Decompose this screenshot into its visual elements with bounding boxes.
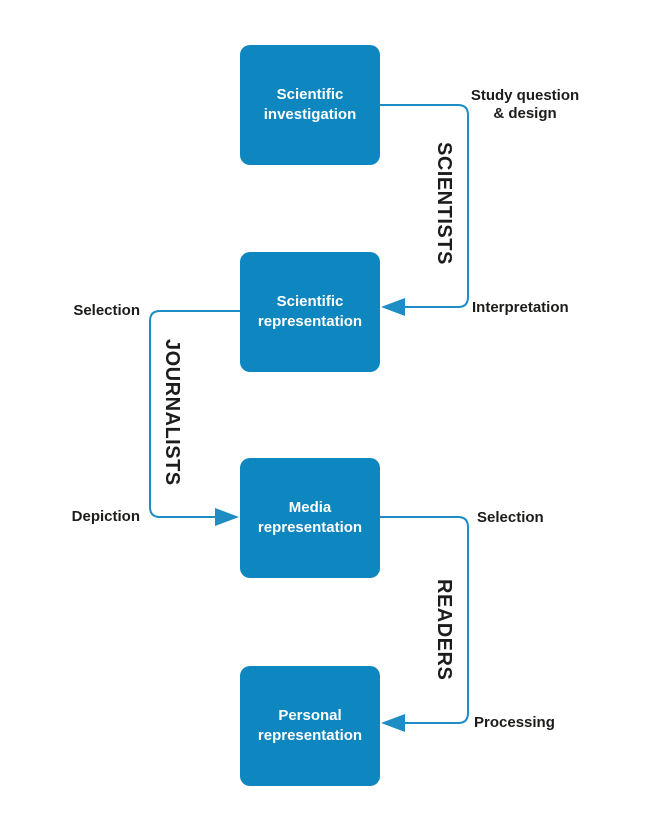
node-label-line: Media bbox=[288, 499, 332, 516]
arrowhead-depiction bbox=[215, 508, 239, 526]
arrowhead-interpretation bbox=[381, 298, 405, 316]
edge-label-selection-media: Selection bbox=[477, 509, 544, 526]
edge-label-depiction: Depiction bbox=[71, 508, 140, 525]
actor-label-scientists: SCIENTISTS bbox=[433, 142, 455, 265]
node-label-line: representation bbox=[257, 313, 363, 330]
node-label-line: representation bbox=[257, 727, 363, 744]
node-label-line: Personal bbox=[278, 707, 342, 724]
actor-label-readers: READERS bbox=[433, 579, 455, 681]
connector-readers bbox=[380, 516, 469, 724]
node-personal-representation: Personal representation bbox=[240, 666, 380, 786]
arrowhead-processing bbox=[381, 714, 405, 732]
node-label-line: Scientific bbox=[276, 293, 344, 310]
edge-label-processing: Processing bbox=[474, 714, 555, 731]
node-label-line: Scientific bbox=[276, 86, 344, 103]
edge-label-interpretation: Interpretation bbox=[472, 299, 569, 316]
connector-scientists bbox=[380, 104, 469, 308]
edge-label-selection-scientific: Selection bbox=[73, 302, 140, 319]
node-media-representation: Media representation bbox=[240, 458, 380, 578]
node-scientific-representation: Scientific representation bbox=[240, 252, 380, 372]
connector-journalists bbox=[149, 310, 240, 518]
edge-label-study-question: Study question & design bbox=[465, 87, 585, 123]
node-label-line: representation bbox=[257, 519, 363, 536]
edge-label-line: Study question bbox=[470, 87, 580, 104]
actor-label-journalists: JOURNALISTS bbox=[161, 339, 183, 486]
node-scientific-investigation: Scientific investigation bbox=[240, 45, 380, 165]
node-label-line: investigation bbox=[263, 106, 357, 123]
edge-label-line: & design bbox=[493, 105, 557, 122]
